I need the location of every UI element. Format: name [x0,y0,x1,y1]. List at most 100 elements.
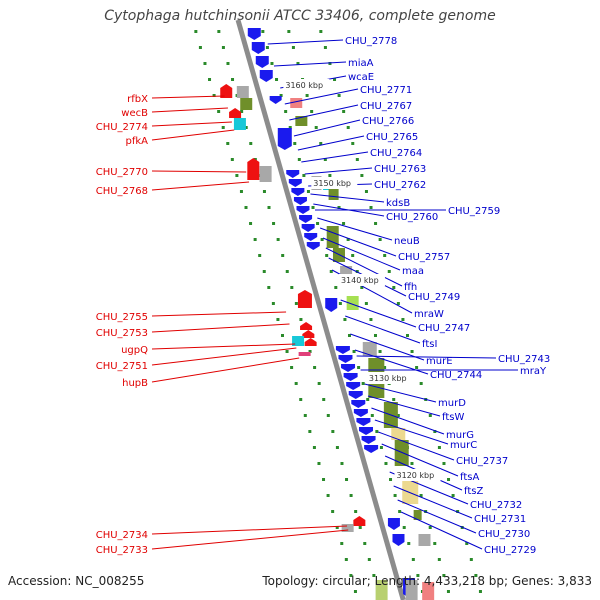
gene-label-right: CHU_2763 [374,164,426,175]
gene-block [298,352,311,356]
track-tick [325,254,329,257]
gene-label-right: CHU_2757 [398,252,450,263]
gene-label-right: ffh [404,282,417,293]
track-tick [306,190,310,193]
leader-line-right [381,443,459,477]
track-tick [355,158,359,161]
gene-label-right: ftsI [422,339,437,350]
leader-line-left [151,323,290,333]
track-tick [297,158,301,161]
gene-block [326,226,339,248]
gene-arrow-down [293,197,307,205]
leader-line-right [378,431,455,461]
gene-block [328,180,339,200]
track-tick [265,46,269,49]
track-tick [358,526,362,529]
track-tick [447,478,451,481]
track-tick [249,222,253,225]
track-tick [384,462,388,465]
track-tick [226,142,230,145]
gene-label-right: murC [450,440,477,451]
track-tick [338,302,342,305]
track-tick [378,238,382,241]
track-tick [312,446,316,449]
genome-backbone [235,19,406,600]
gene-label-right: CHU_2732 [470,500,522,511]
scale-label-bg [394,469,441,481]
gene-arrow-up [229,108,242,118]
track-tick [226,62,230,65]
track-tick [428,526,432,529]
track-tick [415,366,419,369]
gene-arrow-down [286,170,300,178]
track-tick [314,126,318,129]
track-tick [285,350,289,353]
track-tick [276,238,280,241]
track-tick [456,510,460,513]
track-tick [352,350,356,353]
track-tick [351,142,355,145]
gene-label-right: CHU_2778 [345,36,397,47]
track-tick [253,238,257,241]
gene-arrow-down [299,215,313,223]
leader-line-left [151,121,232,127]
track-tick [392,286,396,289]
track-tick [396,414,400,417]
track-tick [322,478,326,481]
track-tick [410,350,414,353]
track-tick [293,142,297,145]
scale-label-bg [366,372,413,384]
gene-block [391,428,406,440]
gene-block [290,98,303,108]
gene-arrow-down [296,206,310,214]
track-tick [366,398,370,401]
track-tick [349,494,353,497]
gene-block [362,342,377,356]
gene-label-right: murE [426,356,453,367]
track-tick [340,542,344,545]
gene-arrow-down [325,298,338,312]
gene-label-left: pfkA [126,136,149,147]
track-tick [375,430,379,433]
track-tick [316,222,320,225]
gene-label-right: CHU_2731 [474,514,526,525]
gene-label-right: CHU_2729 [484,545,536,556]
gene-arrow-down [364,445,379,453]
leader-line-right [340,299,417,328]
gene-label-right: CHU_2765 [366,132,418,143]
leader-line-left [151,107,228,113]
track-tick [353,590,357,593]
scale-label-bg [311,177,358,189]
track-tick [290,286,294,289]
leader-line-left [151,347,297,366]
track-tick [194,30,198,33]
scale-label-bg [283,79,330,91]
scale-label: 3120 kbp [397,471,435,480]
gene-arrow-down [251,42,265,54]
gene-label-right: ftsZ [464,486,483,497]
track-tick [212,94,216,97]
gene-arrow-down [301,224,315,232]
track-tick [387,270,391,273]
track-tick [401,318,405,321]
leader-line-right [400,511,483,550]
track-tick [378,350,382,353]
track-tick [310,110,314,113]
track-tick [346,238,350,241]
gene-label-right: murD [438,398,466,409]
track-tick [369,206,373,209]
gene-arrow-down [255,56,269,68]
gene-label-left: CHU_2768 [96,186,148,197]
gene-arrow-up [353,516,366,526]
gene-label-right: miaA [348,58,374,69]
gene-label-right: maa [402,266,424,277]
track-tick [411,558,415,561]
track-tick [276,318,280,321]
leader-line-left [151,95,225,99]
gene-label-right: kdsB [386,198,410,209]
accession-text: Accession: NC_008255 [8,574,145,588]
track-tick [326,494,330,497]
gene-label-right: murG [446,430,474,441]
track-tick [465,542,469,545]
